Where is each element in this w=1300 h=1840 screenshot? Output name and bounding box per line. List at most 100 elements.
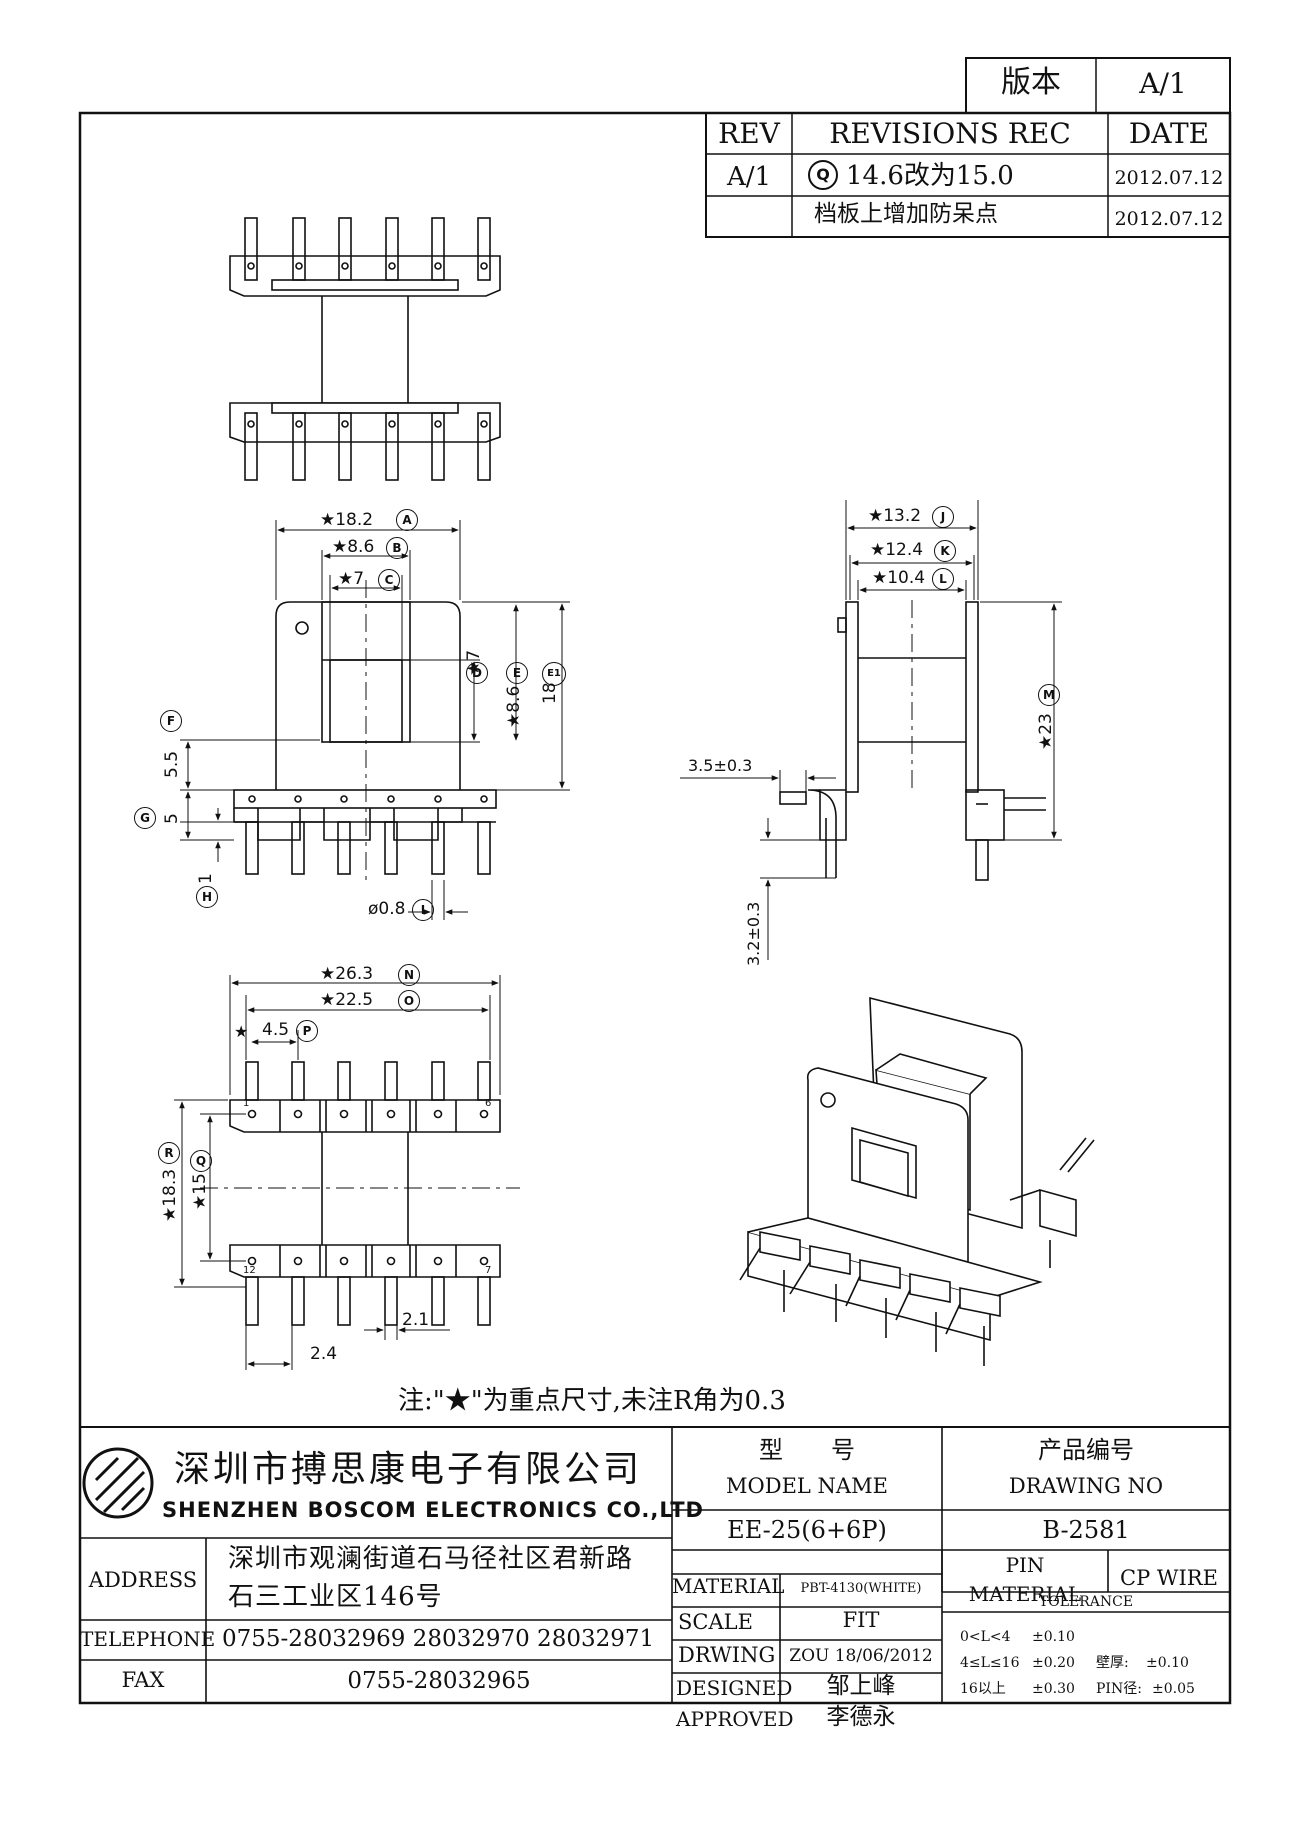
version-value: A/1 bbox=[1139, 67, 1187, 100]
revision-row-1-date: 2012.07.12 bbox=[1114, 167, 1224, 189]
bottom-view-dimensions bbox=[174, 975, 501, 1370]
dim-B-badge: B bbox=[386, 537, 408, 559]
dim-K-badge: K bbox=[934, 540, 956, 562]
drawing-by-label: DRWING bbox=[678, 1643, 776, 1667]
fax-value: 0755-28032965 bbox=[347, 1668, 531, 1694]
drawing-no-label-en: DRAWING NO bbox=[1008, 1474, 1164, 1498]
dim-F-value: 5.5 bbox=[162, 750, 182, 778]
side-view bbox=[779, 600, 1046, 881]
top-view-pins-upper bbox=[244, 217, 491, 281]
model-label-cn: 型 号 bbox=[759, 1436, 855, 1464]
fax-label: FAX bbox=[121, 1668, 165, 1692]
dim-K-value: ★12.4 bbox=[870, 540, 924, 560]
dim-C-badge: C bbox=[378, 569, 400, 591]
dim-I-value: ø0.8 bbox=[368, 899, 406, 919]
designed-value: 邹上峰 bbox=[826, 1673, 896, 1699]
pin-number-last-bottom: 7 bbox=[485, 1265, 492, 1276]
dim-pin-height: 3.2±0.3 bbox=[744, 901, 763, 966]
pin-material-value: CP WIRE bbox=[1120, 1566, 1218, 1590]
dim-pin-offset: 3.5±0.3 bbox=[688, 756, 753, 775]
bottom-view bbox=[200, 1061, 520, 1326]
company-name-cn: 深圳市搏思康电子有限公司 bbox=[174, 1449, 643, 1490]
side-view-dimensions bbox=[680, 500, 1062, 960]
dim-A-badge: A bbox=[396, 509, 418, 531]
dim-E-value: ★8.6 bbox=[504, 685, 524, 728]
dim-offset-value: 2.4 bbox=[310, 1344, 338, 1364]
revision-row-1-rev: A/1 bbox=[726, 162, 772, 192]
pin-number-first-top: 1 bbox=[243, 1098, 250, 1109]
scale-value: FIT bbox=[842, 1608, 880, 1632]
dim-J-value: ★13.2 bbox=[868, 506, 922, 526]
dim-A-value: ★18.2 bbox=[320, 510, 374, 530]
dim-P-badge: P bbox=[296, 1020, 318, 1042]
approved-value: 李德永 bbox=[826, 1704, 896, 1730]
dim-L-value: ★10.4 bbox=[872, 568, 926, 588]
top-view-pins-lower bbox=[244, 412, 491, 481]
dim-O-badge: O bbox=[398, 990, 420, 1012]
dim-D-badge: D bbox=[466, 662, 488, 684]
dim-pitch-value: 2.1 bbox=[402, 1310, 430, 1330]
dim-Q-badge: Q bbox=[190, 1150, 212, 1172]
dim-E1-badge: E1 bbox=[542, 662, 566, 686]
date-header: DATE bbox=[1128, 117, 1210, 150]
dim-R-badge: R bbox=[158, 1142, 180, 1164]
material-value: PBT-4130(WHITE) bbox=[800, 1581, 922, 1596]
model-label-en: MODEL NAME bbox=[726, 1474, 888, 1498]
dim-B-value: ★8.6 bbox=[332, 537, 375, 557]
dim-P-value: 4.5 bbox=[262, 1020, 290, 1040]
drawing-no-label-cn: 产品编号 bbox=[1038, 1436, 1134, 1464]
dim-H-value: 1 bbox=[196, 873, 216, 884]
tolerance-value-1: ±0.10 bbox=[1032, 1629, 1075, 1645]
tolerance-range-1: 0<L<4 bbox=[960, 1629, 1011, 1645]
dim-Q-value: ★15 bbox=[190, 1173, 210, 1210]
company-name-en: SHENZHEN BOSCOM ELECTRONICS CO.,LTD bbox=[162, 1498, 704, 1522]
revision-table-frame bbox=[705, 112, 1231, 238]
dim-I-badge: I bbox=[412, 899, 434, 921]
pin-material-label-2: MATERIAL bbox=[968, 1582, 1082, 1606]
tolerance-pin-label: PIN径: bbox=[1096, 1681, 1142, 1697]
dim-G-badge: G bbox=[134, 807, 156, 829]
front-view bbox=[233, 580, 497, 880]
dim-R-value: ★18.3 bbox=[160, 1168, 180, 1222]
telephone-value: 0755-28032969 28032970 28032971 bbox=[222, 1626, 655, 1652]
dim-H-badge: H bbox=[196, 886, 218, 908]
material-label: MATERIAL bbox=[672, 1574, 785, 1598]
revision-row-1-mark: Q bbox=[808, 160, 838, 190]
dim-L-badge: L bbox=[932, 568, 954, 590]
title-block-frame bbox=[80, 1426, 1230, 1703]
drawing-note: 注:"★"为重点尺寸,未注R角为0.3 bbox=[398, 1386, 786, 1416]
address-label: ADDRESS bbox=[88, 1568, 198, 1592]
telephone-label: TELEPHONE bbox=[80, 1627, 216, 1651]
tolerance-range-3: 16以上 bbox=[960, 1681, 1006, 1697]
pin-number-last-top: 6 bbox=[485, 1098, 492, 1109]
dim-M-badge: M bbox=[1038, 684, 1060, 706]
dim-G-value: 5 bbox=[162, 813, 182, 824]
pin-material-label-1: PIN bbox=[1005, 1553, 1045, 1577]
tolerance-pin-value: ±0.05 bbox=[1152, 1681, 1195, 1697]
dim-P-star: ★ bbox=[234, 1022, 249, 1041]
dim-F-badge: F bbox=[160, 710, 182, 732]
tolerance-wall-value: ±0.10 bbox=[1146, 1655, 1189, 1671]
dim-N-badge: N bbox=[398, 964, 420, 986]
version-label: 版本 bbox=[1001, 65, 1061, 100]
drawing-by-value: ZOU 18/06/2012 bbox=[789, 1646, 933, 1666]
scale-label: SCALE bbox=[678, 1610, 753, 1634]
tolerance-wall-label: 壁厚: bbox=[1096, 1655, 1129, 1671]
address-line-2: 石三工业区146号 bbox=[228, 1582, 443, 1612]
pin-number-first-bottom: 12 bbox=[243, 1265, 256, 1276]
dim-N-value: ★26.3 bbox=[320, 964, 374, 984]
dim-J-badge: J bbox=[932, 506, 954, 528]
approved-label: APPROVED bbox=[676, 1707, 794, 1731]
top-view bbox=[229, 217, 501, 481]
front-view-dimensions bbox=[180, 520, 570, 920]
tolerance-label: TOLERANCE bbox=[1038, 1594, 1134, 1610]
model-value: EE-25(6+6P) bbox=[727, 1516, 887, 1544]
dim-O-value: ★22.5 bbox=[320, 990, 374, 1010]
revision-row-2-text: 档板上增加防呆点 bbox=[814, 201, 998, 227]
tolerance-value-3: ±0.30 bbox=[1032, 1681, 1075, 1697]
rev-header: REV bbox=[718, 117, 780, 150]
dim-E-badge: E bbox=[506, 662, 528, 684]
revision-row-2-date: 2012.07.12 bbox=[1114, 208, 1224, 230]
